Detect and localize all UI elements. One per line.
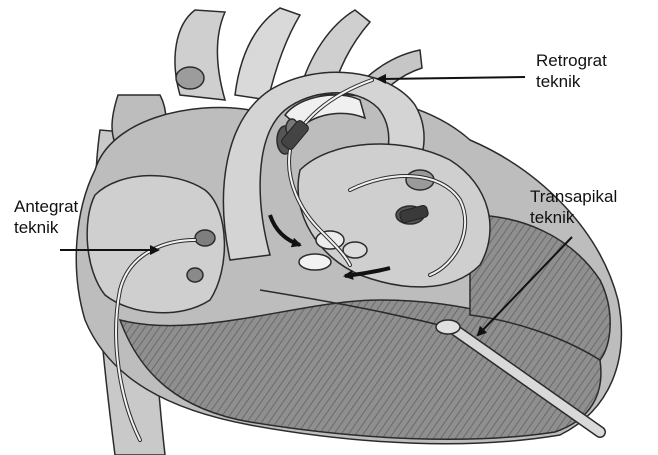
antegrade-label-line2: teknik (14, 217, 78, 238)
transapical-label-line2: teknik (530, 207, 617, 228)
antegrade-label: Antegrat teknik (14, 196, 78, 238)
transapical-label-line1: Transapikal (530, 186, 617, 207)
antegrade-label-line1: Antegrat (14, 196, 78, 217)
retrograde-label-line2: teknik (536, 71, 607, 92)
retrograde-label-line1: Retrograt (536, 50, 607, 71)
retrograde-label: Retrograt teknik (536, 50, 607, 92)
transapical-label: Transapikal teknik (530, 186, 617, 228)
right-atrium (87, 176, 224, 313)
